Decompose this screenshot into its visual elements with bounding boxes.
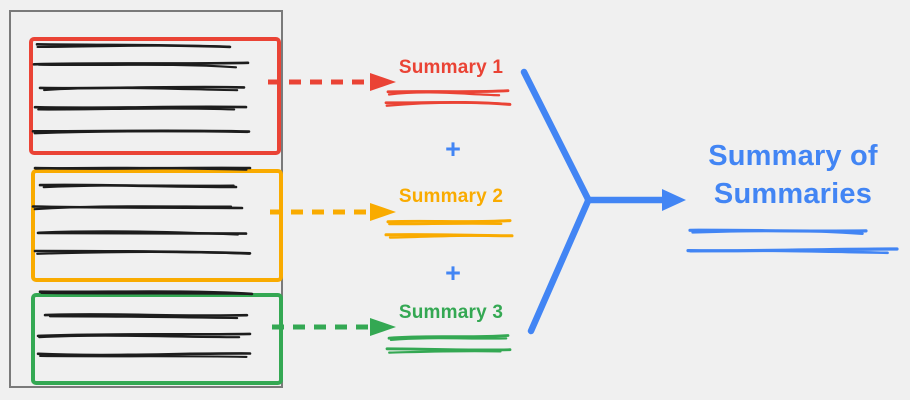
document-chunk-1: [29, 37, 281, 155]
plus-sign-2: +: [445, 258, 461, 288]
document-chunk-2: [31, 169, 283, 282]
result-label-line2: Summaries: [713, 178, 873, 210]
summary-of-summaries-label: Summary of Summaries: [693, 137, 893, 213]
result-label-line1: Summary of: [708, 140, 878, 172]
plus-sign-1: +: [445, 134, 461, 164]
result-scribble: [686, 228, 899, 255]
red-dashed-arrow: [268, 73, 396, 91]
summary-2-scribble: [384, 219, 514, 239]
summary-2-label: Summary 2: [398, 186, 504, 207]
document-chunk-3: [31, 293, 283, 385]
yellow-dashed-arrow: [270, 203, 396, 221]
summary-3-label: Summary 3: [398, 302, 504, 323]
summary-1-scribble: [384, 89, 512, 107]
summary-1-label: Summary 1: [398, 57, 504, 78]
green-dashed-arrow: [272, 318, 396, 336]
merge-arrow: [520, 68, 686, 335]
source-document-frame: [9, 10, 283, 388]
summary-3-scribble: [385, 334, 512, 354]
